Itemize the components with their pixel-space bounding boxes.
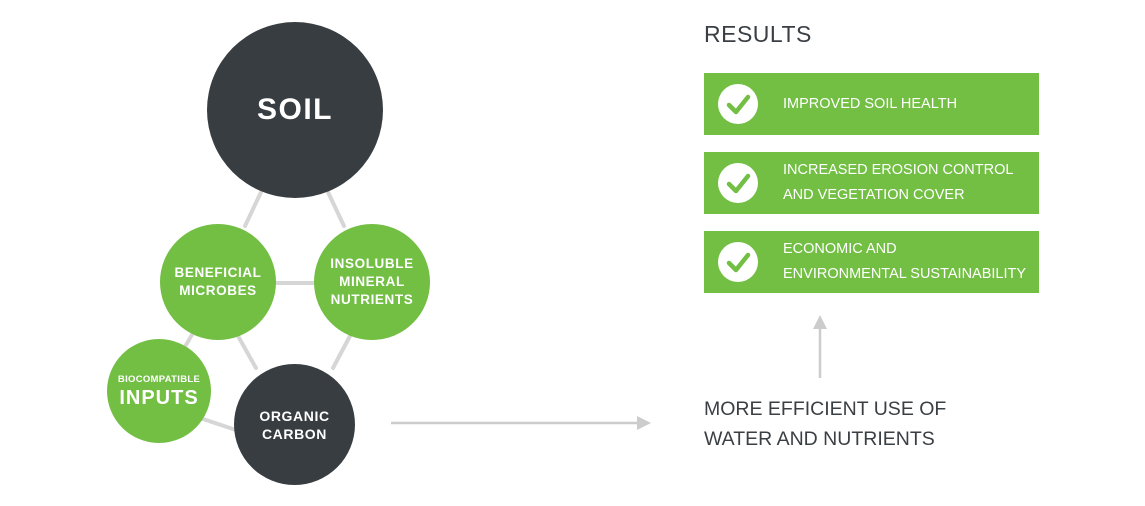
connector-soil-microbes — [243, 188, 264, 228]
result-2-line-1: INCREASED EROSION CONTROL — [783, 162, 1014, 178]
checkmark-icon — [718, 242, 758, 282]
efficiency-line-2: WATER AND NUTRIENTS — [704, 428, 935, 450]
node-carbon-line-2: CARBON — [261, 425, 328, 442]
efficiency-statement: MORE EFFICIENT USE OF WATER AND NUTRIENT… — [704, 394, 946, 454]
result-item: ECONOMIC AND ENVIRONMENTAL SUSTAINABILIT… — [704, 231, 1039, 293]
node-mineral-line-3: NUTRIENTS — [330, 292, 414, 307]
result-1-line-1: IMPROVED SOIL HEALTH — [783, 95, 958, 112]
node-microbes-line-1: BENEFICIAL — [174, 265, 262, 280]
results-heading: RESULTS — [704, 21, 812, 47]
result-text: INCREASED EROSION CONTROL AND VEGETATION… — [783, 158, 1013, 208]
node-carbon-line-1: ORGANIC — [259, 407, 330, 424]
node-microbes-line-2: MICROBES — [179, 283, 257, 298]
node-biocompatible-inputs: BIOCOMPATIBLE INPUTS — [107, 339, 211, 443]
node-inputs-big-label: INPUTS — [119, 386, 199, 409]
result-text: ECONOMIC AND ENVIRONMENTAL SUSTAINABILIT… — [783, 237, 1026, 287]
node-organic-carbon: ORGANIC CARBON — [234, 364, 355, 485]
node-beneficial-microbes: BENEFICIAL MICROBES — [160, 224, 276, 340]
result-3-line-2: ENVIRONMENTAL SUSTAINABILITY — [783, 266, 1027, 282]
checkmark-icon — [718, 84, 758, 124]
node-insoluble-mineral-nutrients: INSOLUBLE MINERAL NUTRIENTS — [314, 224, 430, 340]
connector-microbes-inputs — [184, 331, 195, 347]
arrow-to-efficiency-head — [637, 416, 651, 430]
checkmark-icon — [718, 163, 758, 203]
connector-microbes-carbon — [236, 334, 258, 370]
result-item: IMPROVED SOIL HEALTH — [704, 73, 1039, 135]
node-mineral-line-1: INSOLUBLE — [330, 256, 414, 271]
node-soil: SOIL — [207, 22, 383, 198]
efficiency-line-1: MORE EFFICIENT USE OF — [704, 398, 947, 420]
connector-mineral-carbon — [331, 334, 352, 370]
result-text: IMPROVED SOIL HEALTH — [783, 92, 957, 117]
node-soil-label: SOIL — [256, 93, 333, 126]
result-3-line-1: ECONOMIC AND — [783, 241, 897, 257]
result-item: INCREASED EROSION CONTROL AND VEGETATION… — [704, 152, 1039, 214]
arrow-up-to-results-head — [813, 315, 827, 329]
result-2-line-2: AND VEGETATION COVER — [783, 187, 965, 203]
node-inputs-small-label: BIOCOMPATIBLE — [117, 373, 201, 385]
connector-soil-mineral — [325, 188, 346, 228]
connector-inputs-carbon — [201, 417, 238, 432]
node-mineral-line-2: MINERAL — [339, 274, 405, 289]
